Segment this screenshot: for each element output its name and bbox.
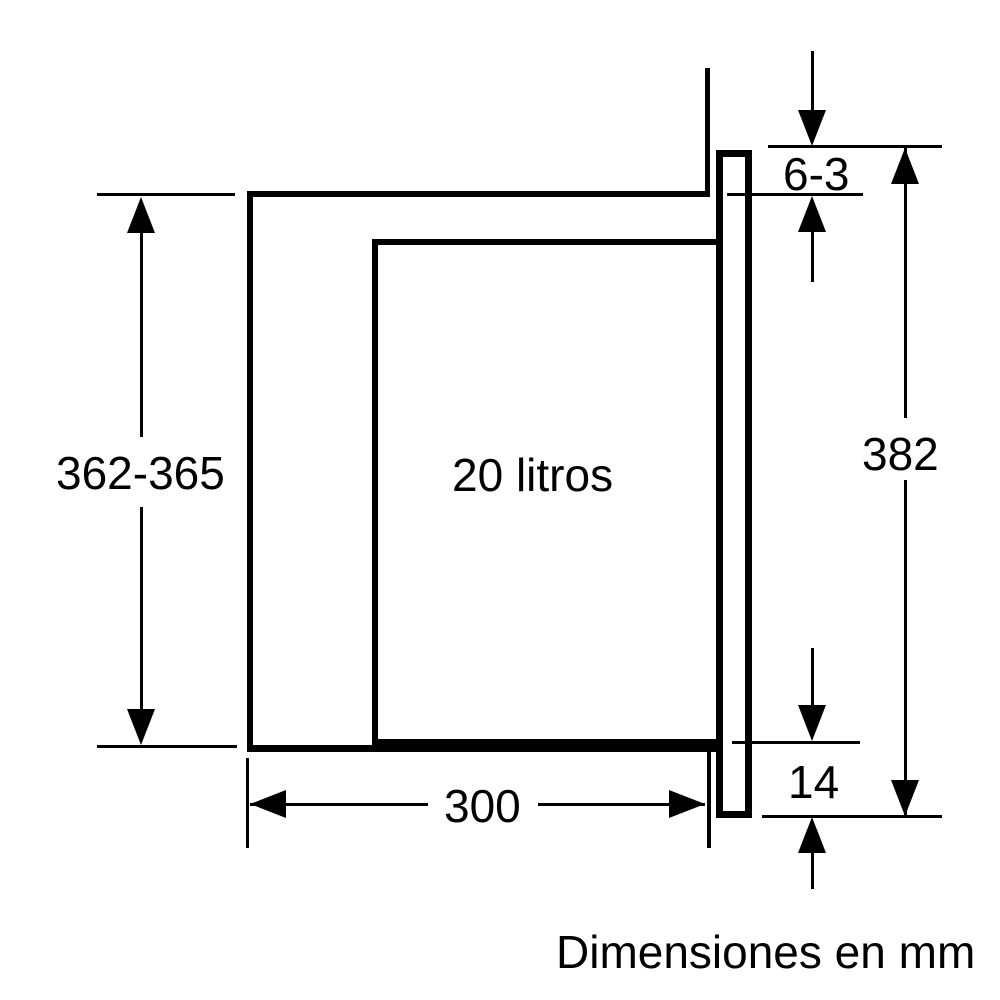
dim-14-bottom-line <box>762 815 942 818</box>
cavity-left-edge <box>372 239 378 745</box>
dim-382-line-upper <box>904 148 907 418</box>
dim-14-up-arrow-shaft <box>811 851 814 889</box>
arrow-down-icon <box>891 780 919 816</box>
arrow-up-icon <box>891 148 919 184</box>
arrow-down-icon <box>127 709 155 745</box>
arrow-down-icon <box>798 110 826 146</box>
dim-362-line-upper <box>140 233 143 437</box>
top-clearance-label: 6-3 <box>783 148 850 200</box>
dim-382-line-lower <box>904 480 907 818</box>
total-height-label: 382 <box>862 428 939 480</box>
dim-6-3-down-arrow-shaft <box>811 51 814 112</box>
niche-depth-label: 300 <box>444 780 521 832</box>
dim-300-ext-line-right <box>707 752 711 848</box>
dim-362-bottom-ext-line <box>97 745 237 748</box>
niche-height-label: 362-365 <box>56 447 225 499</box>
dim-300-line-left <box>250 803 428 806</box>
arrow-up-icon <box>798 817 826 853</box>
bottom-clearance-label: 14 <box>788 756 840 808</box>
arrow-left-icon <box>250 790 286 818</box>
dim-6-3-top-line <box>768 145 942 148</box>
units-footer-label: Dimensiones en mm <box>556 926 976 978</box>
cavity-bottom-edge <box>372 739 717 745</box>
arrow-up-icon <box>127 197 155 233</box>
wall-top-line <box>705 68 710 197</box>
cabinet-bottom-edge <box>247 745 717 752</box>
door-frame-panel <box>716 150 752 818</box>
cavity-volume-label: 20 litros <box>452 449 614 501</box>
dim-6-3-up-arrow-shaft <box>811 230 814 282</box>
arrow-down-icon <box>798 705 826 741</box>
dim-300-ext-line-left <box>246 758 249 848</box>
cavity-top-edge <box>372 239 717 245</box>
cabinet-left-edge <box>247 191 253 752</box>
dim-6-3-bottom-line <box>727 193 863 196</box>
dim-300-line-right <box>538 803 705 806</box>
dim-14-top-line <box>732 741 860 744</box>
arrow-up-icon <box>798 196 826 232</box>
dim-362-line-lower <box>140 507 143 710</box>
dim-362-top-ext-line <box>97 193 235 196</box>
cabinet-top-edge <box>247 191 710 197</box>
dim-14-down-arrow-shaft <box>811 648 814 708</box>
arrow-right-icon <box>669 790 705 818</box>
